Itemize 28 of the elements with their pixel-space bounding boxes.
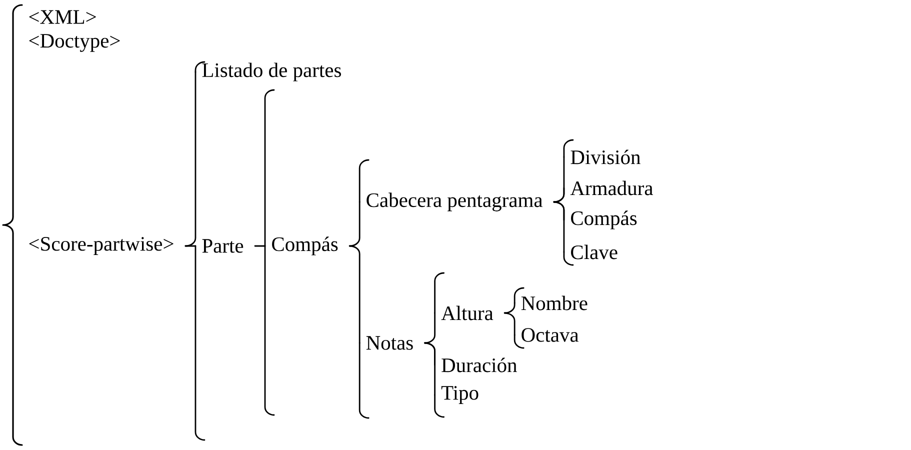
tree-label: Compás: [272, 236, 338, 256]
brace: [348, 201, 360, 247]
tree-label: Cabecera pentagrama: [366, 192, 543, 212]
brace: [254, 245, 266, 247]
brace: [504, 302, 516, 314]
tree-label: Altura: [441, 306, 494, 320]
tree-label: Listado de partes: [202, 62, 341, 82]
tree-label: Notas: [366, 336, 413, 350]
brace: [348, 245, 360, 344]
tree-label: Nombre: [521, 296, 588, 310]
tree-label: Parte: [202, 239, 244, 253]
brace: [184, 71, 196, 247]
tree-label: <Doctype>: [29, 34, 120, 52]
tree-label: Clave: [571, 244, 618, 260]
tree-label: Octava: [522, 328, 579, 342]
tree-label: <Score-partwise>: [29, 237, 174, 255]
brace: [553, 201, 565, 253]
tree-label: División: [570, 150, 640, 164]
tree-label: <XML>: [29, 10, 96, 24]
brace: [504, 312, 516, 336]
brace: [424, 342, 436, 396]
brace: [424, 312, 436, 344]
brace: [184, 245, 196, 247]
tree-label: Compás: [571, 210, 637, 230]
tree-label: Duración: [442, 358, 517, 372]
tree-label: Armadura: [570, 180, 653, 196]
tree-label: Tipo: [441, 386, 478, 404]
brace: [553, 187, 565, 203]
